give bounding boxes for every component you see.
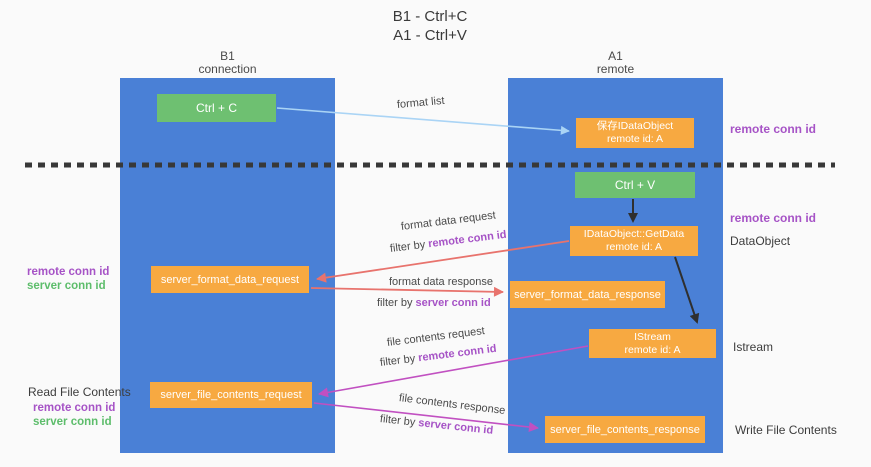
server-file-contents-request-box: server_file_contents_request — [150, 382, 312, 408]
istream-line1: IStream — [634, 330, 671, 343]
left-conn-id-block-1: remote conn id server conn id — [27, 265, 109, 293]
ctrl-c-label: Ctrl + C — [195, 101, 237, 115]
remote-conn-id-label-mid: remote conn id — [730, 211, 817, 225]
saved-idataobject-line2: remote id: A — [606, 133, 664, 145]
format-response-arrow — [310, 286, 504, 297]
server-file-contents-request-label: server_file_contents_request — [160, 389, 302, 401]
ctrl-v-box: Ctrl + V — [575, 172, 695, 198]
remote-conn-id-label-top: remote conn id — [730, 122, 817, 136]
server-file-contents-response-box: server_file_contents_response — [545, 416, 705, 443]
left-server-conn-id-2: server conn id — [33, 416, 112, 428]
istream-box: IStream remote id: A — [589, 329, 716, 358]
getdata-line1: IDataObject::GetData — [583, 228, 685, 240]
file-response-arrow — [313, 402, 539, 432]
idataobject-getdata-box: IDataObject::GetData remote id: A — [570, 226, 698, 256]
server-format-data-response-label: server_format_data_response — [514, 288, 661, 301]
lane-header-b1: B1 connection — [120, 50, 335, 76]
write-file-contents-label: Write File Contents — [735, 423, 837, 437]
format-data-response-label: format data response — [389, 276, 493, 288]
istream-side-label: Istream — [733, 340, 774, 354]
dataobject-label: DataObject — [730, 234, 791, 248]
filter-by-prefix: filter by — [377, 297, 416, 309]
server-file-contents-response-label: server_file_contents_response — [550, 423, 700, 436]
server-format-data-response-box: server_format_data_response — [510, 281, 665, 308]
getdata-line2: remote id: A — [605, 241, 663, 253]
left-conn-id-block-2: remote conn id server conn id — [33, 401, 115, 429]
ctrl-v-label: Ctrl + V — [614, 178, 656, 192]
saved-idataobject-line1: 保存IDataObject — [596, 120, 674, 132]
format-request-arrow — [316, 240, 570, 283]
server-format-data-request-label: server_format_data_request — [160, 273, 300, 286]
filter-by-server-conn-id-label-1: filter by server conn id — [377, 297, 491, 309]
istream-line2: remote id: A — [624, 343, 681, 356]
left-remote-conn-id-2: remote conn id — [33, 402, 116, 414]
ctrl-c-box: Ctrl + C — [157, 94, 276, 122]
lane-header-b1-role: connection — [198, 62, 257, 76]
server-conn-id-highlight: server conn id — [415, 297, 491, 309]
lane-header-a1-name: A1 — [608, 49, 623, 63]
diagram-title-line2: A1 - Ctrl+V — [393, 27, 467, 44]
read-file-contents-label: Read File Contents — [28, 385, 131, 399]
diagram-title-line1: B1 - Ctrl+C — [392, 8, 468, 25]
file-request-arrow — [318, 345, 589, 398]
left-server-conn-id-1: server conn id — [27, 280, 106, 292]
saved-idataobject-box: 保存IDataObject remote id: A — [576, 118, 694, 148]
getdata-to-istream-arrow — [674, 256, 700, 324]
server-format-data-request-box: server_format_data_request — [151, 266, 309, 293]
format-list-arrow — [276, 107, 570, 135]
lane-header-a1: A1 remote — [508, 50, 723, 76]
left-remote-conn-id-1: remote conn id — [27, 266, 110, 278]
lane-header-b1-name: B1 — [220, 49, 235, 63]
diagram-title: B1 - Ctrl+C A1 - Ctrl+V — [335, 7, 525, 45]
lane-header-a1-role: remote — [596, 62, 635, 76]
